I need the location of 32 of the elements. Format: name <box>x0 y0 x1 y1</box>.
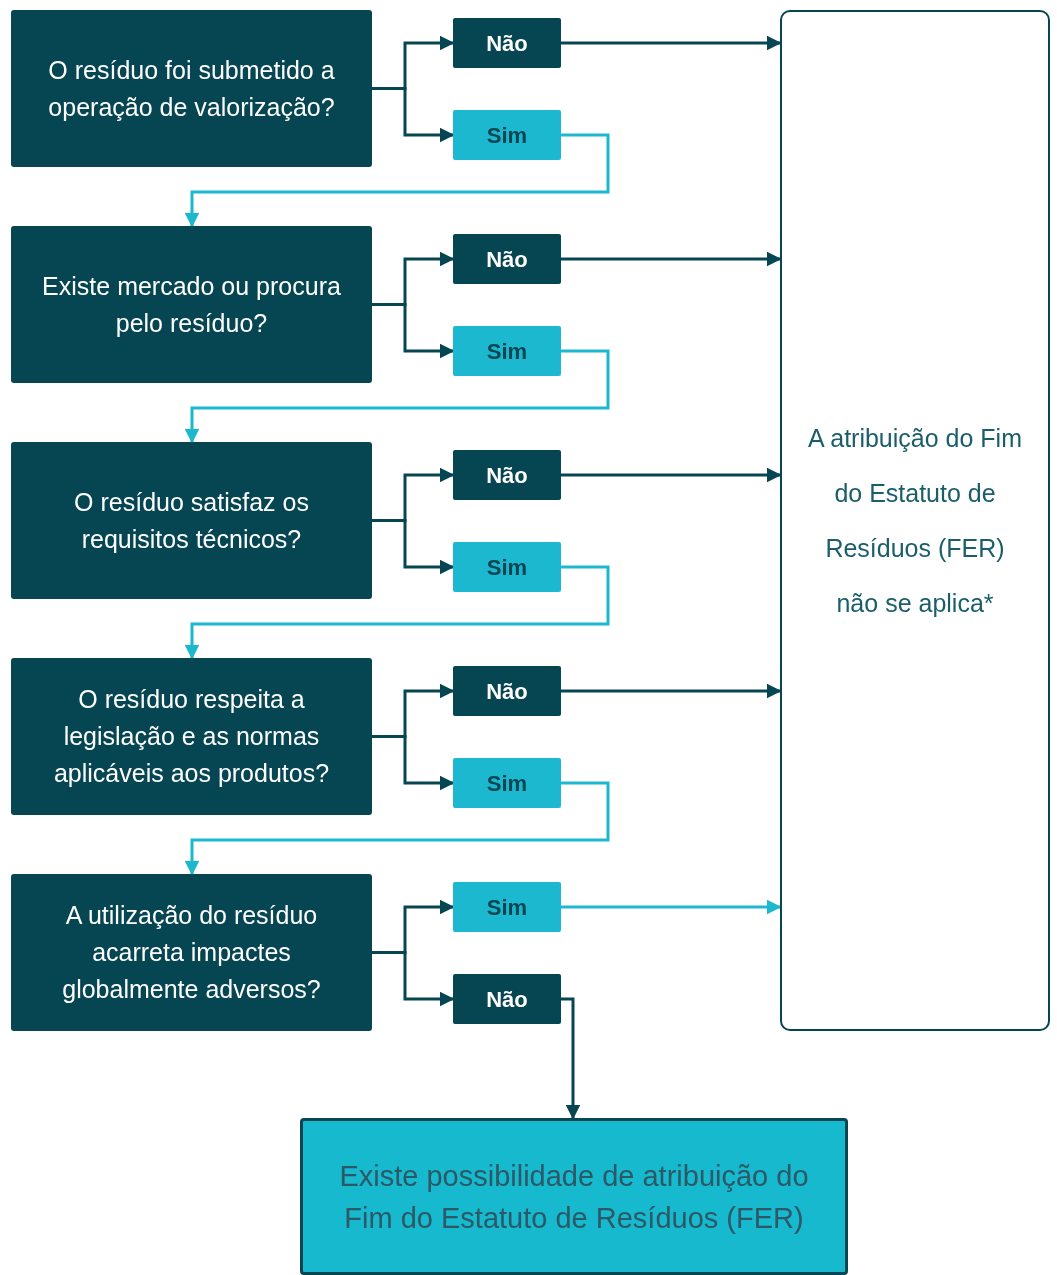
arrow <box>561 997 581 1120</box>
arrow <box>561 467 782 483</box>
arrow <box>372 87 455 143</box>
arrow <box>184 133 610 228</box>
answer-box: Não <box>453 666 561 716</box>
arrow <box>372 951 455 1007</box>
arrow <box>561 251 782 267</box>
arrow <box>184 565 610 660</box>
result-box: Existe possibilidade de atribuição do Fim do Estatuto de Resíduos (FER) <box>300 1118 848 1275</box>
question-box: A utilização do resíduo acarreta impactes globalmente adversos? <box>11 874 372 1031</box>
answer-box: Não <box>453 234 561 284</box>
arrow <box>372 303 455 359</box>
answer-box: Não <box>453 974 561 1024</box>
answer-box: Sim <box>453 542 561 592</box>
answer-box: Não <box>453 18 561 68</box>
answer-box: Sim <box>453 758 561 808</box>
question-box: O resíduo foi submetido a operação de valorização? <box>11 10 372 167</box>
answer-box: Sim <box>453 326 561 376</box>
answer-box: Sim <box>453 110 561 160</box>
outcome-box: A atribuição do Fim do Estatuto de Resíduos (FER) não se aplica* <box>780 10 1050 1031</box>
arrow <box>561 683 782 699</box>
arrow <box>184 781 610 876</box>
answer-box: Não <box>453 450 561 500</box>
question-box: Existe mercado ou procura pelo resíduo? <box>11 226 372 383</box>
arrow <box>184 349 610 444</box>
answer-box: Sim <box>453 882 561 932</box>
question-box: O resíduo respeita a legislação e as normas aplicáveis aos produtos? <box>11 658 372 815</box>
question-box: O resíduo satisfaz os requisitos técnicos? <box>11 442 372 599</box>
arrow <box>561 35 782 51</box>
arrow <box>372 735 455 791</box>
arrow <box>561 899 782 915</box>
arrow <box>372 519 455 575</box>
